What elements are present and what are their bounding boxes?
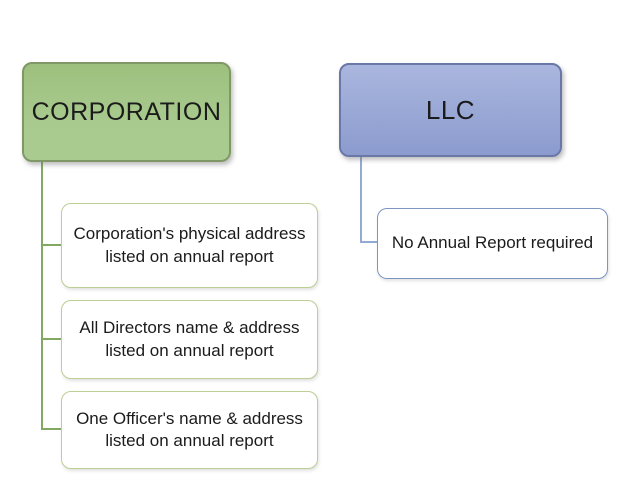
corporation-connector-branch-2	[41, 338, 61, 340]
node-text-line: Corporation's physical address	[73, 224, 306, 244]
corporation-connector-branch-3	[41, 428, 61, 430]
node-text-line: All Directors name & address	[79, 318, 300, 338]
node-text: Corporation's physical address listed on…	[74, 223, 306, 268]
llc-child-node-no-annual-report: No Annual Report required	[377, 208, 608, 279]
llc-header-label: LLC	[425, 94, 476, 125]
node-text: All Directors name & address listed on a…	[79, 317, 299, 362]
node-text-line: listed on annual report	[105, 431, 274, 450]
corporation-header-label: CORPORATION	[31, 97, 222, 126]
node-text: One Officer's name & address listed on a…	[76, 408, 303, 453]
corporation-child-node-physical-address: Corporation's physical address listed on…	[61, 203, 318, 288]
node-text-line: listed on annual report	[105, 340, 274, 360]
corporation-connector-vertical	[41, 162, 43, 430]
node-text-line: One Officer's name & address	[76, 408, 303, 428]
node-text-line: No Annual Report required	[391, 233, 594, 253]
node-text-line: listed on annual report	[105, 246, 274, 266]
corporation-header-node: CORPORATION	[22, 62, 231, 162]
llc-header-node: LLC	[339, 63, 562, 157]
corporation-connector-branch-1	[41, 244, 61, 246]
node-text: No Annual Report required	[392, 232, 593, 254]
llc-connector-branch-1	[360, 241, 377, 243]
corporation-child-node-officer: One Officer's name & address listed on a…	[61, 391, 318, 469]
llc-connector-vertical	[360, 157, 362, 243]
corporation-child-node-directors: All Directors name & address listed on a…	[61, 300, 318, 379]
